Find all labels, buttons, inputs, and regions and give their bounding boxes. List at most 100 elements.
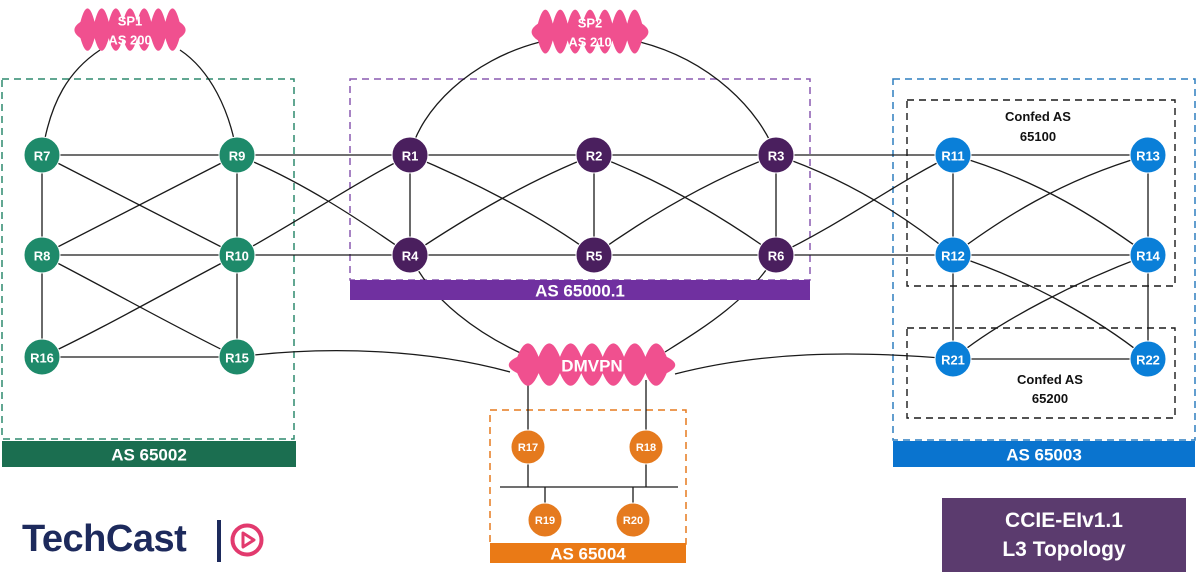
router-icon: [757, 136, 795, 174]
router-r21[interactable]: R21: [934, 340, 972, 378]
router-icon: [510, 429, 546, 465]
router-icon: [23, 236, 61, 274]
router-label: R16: [30, 351, 54, 366]
label-as65002: AS 65002: [111, 446, 187, 465]
router-r7[interactable]: R7: [23, 136, 61, 174]
router-icon: [218, 136, 256, 174]
router-r16[interactable]: R16: [23, 338, 61, 376]
router-label: R6: [768, 249, 785, 264]
link-r11-r14: [952, 154, 1149, 256]
band-as65003: [893, 441, 1195, 467]
boundary-confed65100: [906, 99, 1176, 287]
techcast-logo: TechCast: [22, 518, 187, 561]
router-icon: [391, 236, 429, 274]
link-r2-r6: [593, 154, 777, 256]
as-boundaries: [1, 78, 1196, 545]
link-sp2-r1: [409, 41, 541, 156]
link-r9-r8: [41, 154, 238, 256]
link-r8-r15: [41, 254, 238, 358]
router-icon: [23, 136, 61, 174]
router-r15[interactable]: R15: [218, 338, 256, 376]
router-icon: [218, 236, 256, 274]
cloud-label-1: SP1: [118, 14, 143, 29]
logo-divider: [217, 520, 221, 562]
band-as65004: [490, 543, 686, 563]
router-label: R5: [586, 249, 603, 264]
band-as65000: [350, 280, 810, 300]
router-r22[interactable]: R22: [1129, 340, 1167, 378]
title-line-2: L3 Topology: [1002, 538, 1126, 561]
link-r15-dmvpn: [236, 349, 511, 373]
logo-text: TechCast: [22, 518, 187, 560]
router-r9[interactable]: R9: [218, 136, 256, 174]
cloud-label-2: AS 200: [108, 33, 151, 48]
boundary-as65002: [1, 78, 295, 440]
router-r6[interactable]: R6: [757, 236, 795, 274]
cloud-label-1: SP2: [578, 16, 603, 31]
router-label: R15: [225, 351, 249, 366]
router-r19[interactable]: R19: [527, 502, 563, 538]
router-r17[interactable]: R17: [510, 429, 546, 465]
link-r10-r16: [41, 254, 238, 358]
router-icon: [934, 136, 972, 174]
cloud-sp1: SP1 AS 200: [74, 8, 186, 51]
router-r12[interactable]: R12: [934, 236, 972, 274]
router-icon: [23, 338, 61, 376]
cloud-icon: [74, 8, 186, 51]
cloud-dmvpn: DMVPN: [508, 343, 676, 386]
cloud-label-1: DMVPN: [561, 357, 622, 376]
router-r1[interactable]: R1: [391, 136, 429, 174]
router-r3[interactable]: R3: [757, 136, 795, 174]
router-icon: [527, 502, 563, 538]
boundary-confed65200: [906, 327, 1176, 419]
router-r20[interactable]: R20: [615, 502, 651, 538]
label-as65004: AS 65004: [550, 545, 626, 564]
router-r13[interactable]: R13: [1129, 136, 1167, 174]
router-icon: [1129, 136, 1167, 174]
router-label: R19: [535, 515, 555, 527]
router-icon: [575, 236, 613, 274]
boundary-as65003: [892, 78, 1196, 441]
router-r14[interactable]: R14: [1129, 236, 1167, 274]
confed65100-label-2: 65100: [1020, 129, 1056, 144]
cloud-icon: [508, 343, 676, 386]
link-r12-r22: [952, 254, 1149, 360]
router-label: R9: [229, 149, 246, 164]
link-r6-dmvpn: [664, 254, 777, 353]
router-icon: [391, 136, 429, 174]
router-r5[interactable]: R5: [575, 236, 613, 274]
router-label: R11: [941, 149, 964, 164]
router-r11[interactable]: R11: [934, 136, 972, 174]
router-label: R18: [636, 442, 656, 454]
link-r4-dmvpn: [409, 254, 526, 356]
router-label: R4: [402, 249, 419, 264]
router-label: R8: [34, 249, 51, 264]
router-label: R10: [225, 249, 249, 264]
label-as65003: AS 65003: [1006, 446, 1082, 465]
router-r4[interactable]: R4: [391, 236, 429, 274]
link-r10-r1: [236, 154, 411, 256]
router-icon: [757, 236, 795, 274]
link-r3-r5: [593, 154, 777, 256]
link-r14-r21: [952, 254, 1149, 360]
router-label: R22: [1136, 353, 1160, 368]
router-r2[interactable]: R2: [575, 136, 613, 174]
router-icon: [1129, 340, 1167, 378]
router-icon: [1129, 236, 1167, 274]
router-label: R1: [402, 149, 419, 164]
confed65100-label-1: Confed AS: [1005, 109, 1071, 124]
router-r18[interactable]: R18: [628, 429, 664, 465]
link-sp2-r3: [639, 41, 777, 156]
cloud-label-2: AS 210: [568, 35, 611, 50]
router-label: R2: [586, 149, 603, 164]
router-r10[interactable]: R10: [218, 236, 256, 274]
router-r8[interactable]: R8: [23, 236, 61, 274]
link-r2-r4: [409, 154, 595, 256]
confed65200-label-2: 65200: [1032, 391, 1068, 406]
cloud-icon: [531, 9, 649, 54]
router-label: R12: [941, 249, 965, 264]
